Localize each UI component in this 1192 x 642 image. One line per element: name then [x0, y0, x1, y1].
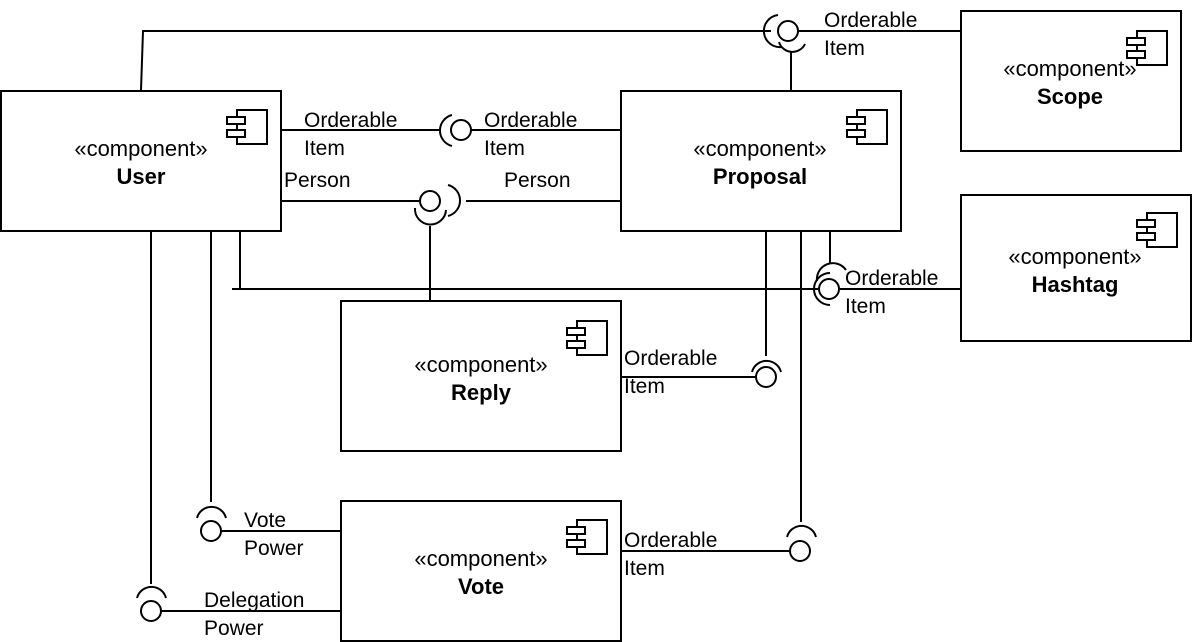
label-user-person: Person: [284, 169, 351, 192]
stereotype: «component»: [414, 352, 547, 377]
label-delegation-power-1: Delegation: [204, 589, 304, 612]
component-reply: «component» Reply: [340, 300, 622, 452]
label-delegation-power-2: Power: [204, 617, 264, 640]
label-reply-item: Item: [624, 375, 665, 398]
socket-delegation-power: [136, 585, 167, 599]
component-proposal: «component» Proposal: [620, 90, 902, 232]
socket-hashtag: [815, 262, 847, 282]
connector-lines: [140, 30, 960, 612]
component-hashtag: «component» Hashtag: [960, 194, 1192, 342]
ball-orderable: [450, 119, 472, 141]
ball-person: [419, 190, 441, 212]
label-vote-power-1: Vote: [244, 509, 286, 532]
label-proposal-item: Item: [484, 137, 525, 160]
stereotype: «component»: [1003, 56, 1136, 81]
component-user: «component» User: [0, 90, 282, 232]
ball-vote: [789, 540, 811, 562]
label-scope-orderable: Orderable: [824, 9, 917, 32]
label-hashtag-item: Item: [845, 295, 886, 318]
socket-person: [447, 184, 461, 217]
ball-delegation-power: [140, 600, 162, 622]
ball-vote-power: [200, 520, 222, 542]
label-vote-item: Item: [624, 557, 665, 580]
component-name: Proposal: [713, 164, 807, 189]
label-user-item: Item: [304, 137, 345, 160]
socket-vote: [786, 524, 817, 538]
socket-vote-power: [196, 505, 227, 519]
label-proposal-orderable: Orderable: [484, 109, 577, 132]
label-user-orderable: Orderable: [304, 109, 397, 132]
label-vote-orderable: Orderable: [624, 529, 717, 552]
stereotype: «component»: [1008, 244, 1141, 269]
ball-reply: [755, 366, 777, 388]
component-scope: «component» Scope: [960, 10, 1182, 152]
component-name: Vote: [458, 574, 504, 599]
label-reply-orderable: Orderable: [624, 347, 717, 370]
socket-orderable: [439, 114, 453, 147]
socket-reply: [751, 359, 782, 373]
stereotype: «component»: [74, 136, 207, 161]
ball-scope: [777, 20, 799, 42]
socket-scope: [762, 14, 783, 49]
interface-labels: Orderable Item Orderable Item Orderable …: [204, 9, 938, 640]
interface-symbols: [136, 14, 847, 622]
component-vote: «component» Vote: [340, 500, 622, 642]
component-name: Hashtag: [1032, 272, 1119, 297]
stereotype: «component»: [693, 136, 826, 161]
component-name: Scope: [1037, 84, 1103, 109]
component-name: Reply: [451, 380, 512, 405]
component-name: User: [117, 164, 166, 189]
ball-hashtag: [818, 278, 840, 300]
label-scope-item: Item: [824, 37, 865, 60]
label-vote-power-2: Power: [244, 537, 304, 560]
label-hashtag-orderable: Orderable: [845, 267, 938, 290]
label-proposal-person: Person: [504, 169, 571, 192]
stereotype: «component»: [414, 546, 547, 571]
